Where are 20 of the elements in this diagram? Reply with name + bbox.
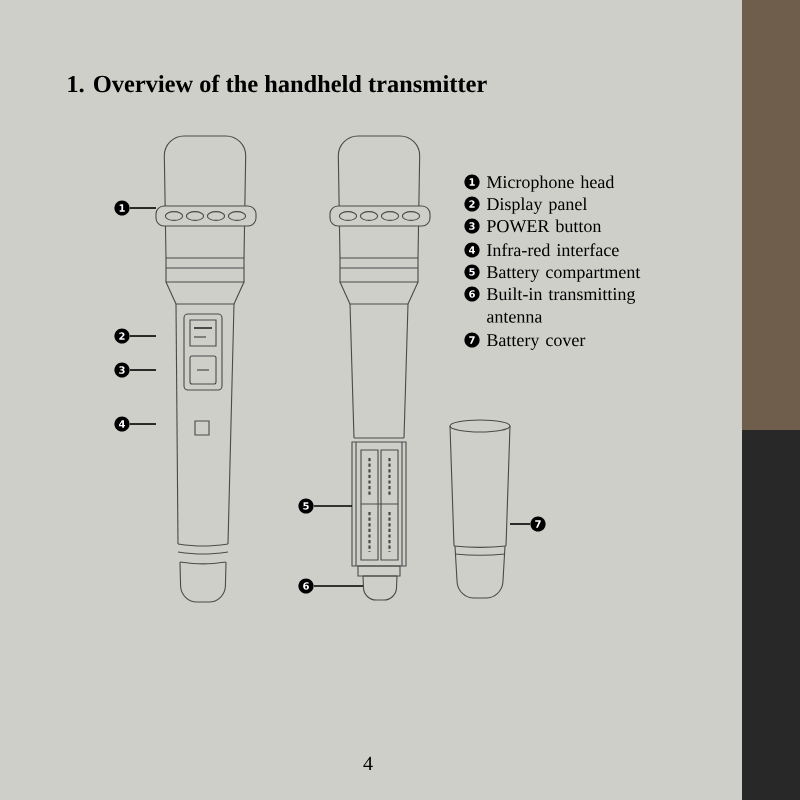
part-name: Battery compartment xyxy=(486,266,641,282)
antenna-cap xyxy=(362,575,398,601)
page-number: 4 xyxy=(363,756,373,770)
leader-line xyxy=(129,423,157,425)
leader-line xyxy=(129,335,157,337)
part-name: Infra-red interface xyxy=(487,243,619,257)
battery-compartment xyxy=(351,441,407,567)
title: 1. Overview of the handheld transmitter xyxy=(68,74,487,93)
part-name: Microphone head xyxy=(486,175,615,192)
part-name: Display panel xyxy=(486,197,587,214)
leader-line xyxy=(313,505,353,507)
part-name: Built-in transmitting antenna xyxy=(486,287,636,323)
part-name: POWER button xyxy=(486,219,602,233)
leader-line xyxy=(509,523,531,525)
battery-cover xyxy=(449,419,511,599)
part-name: Battery cover xyxy=(486,334,586,350)
leader-line xyxy=(313,585,364,587)
microphone-drawing xyxy=(155,135,257,603)
leader-line xyxy=(129,207,157,209)
leader-line xyxy=(129,369,157,371)
